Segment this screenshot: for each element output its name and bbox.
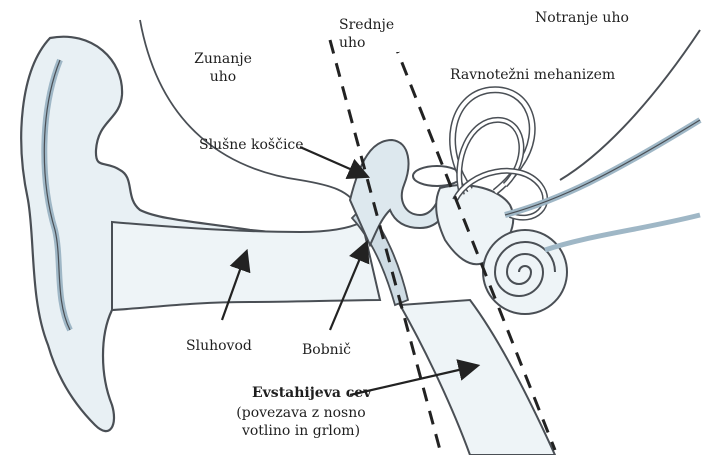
ossicles-label: Slušne koščice (199, 136, 304, 154)
outer-ear-label-line2: uho (188, 68, 258, 86)
ear-canal-shape (112, 222, 380, 310)
eardrum-label: Bobnič (302, 341, 351, 359)
middle-ear-label: Srednje uho (339, 16, 399, 52)
ossicles-shape (350, 140, 448, 245)
outer-ear-label-line1: Zunanje (188, 50, 258, 68)
inner-ear-label: Notranje uho (535, 9, 629, 27)
eustachian-note: (povezava z nosno votlino in grlom) (226, 404, 376, 440)
eustachian-note-line1: (povezava z nosno (226, 404, 376, 422)
eustachian-note-line2: votlino in grlom) (226, 422, 376, 440)
balance-label: Ravnotežni mehanizem (450, 66, 615, 84)
stapes-footplate (413, 166, 461, 186)
ear-canal-label: Sluhovod (186, 337, 252, 355)
arrow-ossicles (300, 147, 366, 176)
skull-outline (560, 30, 700, 180)
head-outline (140, 20, 360, 210)
eustachian-label: Evstahijeva cev (252, 384, 371, 402)
middle-ear-label-line2: uho (339, 34, 399, 52)
middle-ear-label-line1: Srednje (339, 16, 399, 34)
cochlear-nerve (545, 215, 700, 250)
outer-ear-label: Zunanje uho (188, 50, 258, 86)
cochlea-spiral (483, 230, 567, 314)
